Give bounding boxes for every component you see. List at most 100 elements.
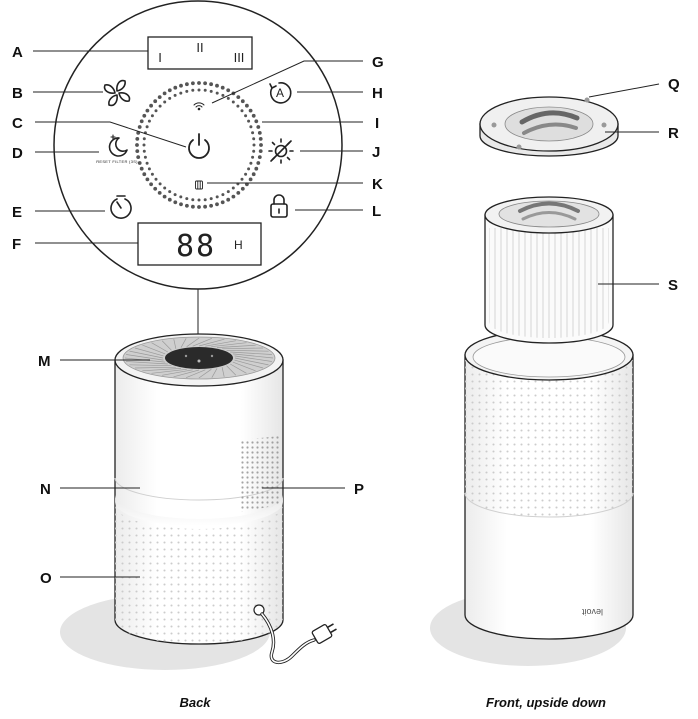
child-lock-button[interactable] <box>270 194 288 218</box>
ring-dot <box>145 125 149 129</box>
grille-vane <box>205 340 237 347</box>
grille-vane <box>234 359 264 369</box>
fan-speed-3: III <box>234 50 245 65</box>
lock-icon <box>270 194 288 218</box>
ring-dot <box>142 143 146 147</box>
ring-dot <box>158 182 162 186</box>
control-panel: I II III <box>53 0 343 290</box>
filter-indicator-icon <box>195 180 203 190</box>
ring-dot <box>203 198 207 202</box>
caption-back: Back <box>179 695 211 710</box>
ring-dot <box>153 186 158 191</box>
ring-dot <box>197 81 201 85</box>
ring-dot <box>173 200 178 205</box>
callout-B: B <box>12 85 23 102</box>
ring-dot <box>145 108 150 113</box>
ring-dot <box>259 143 263 147</box>
ring-dot <box>251 172 256 177</box>
callout-M: M <box>38 353 51 370</box>
grille-vane <box>161 340 172 351</box>
ring-dot <box>240 109 244 113</box>
grille-vane <box>230 363 247 374</box>
ring-dot <box>203 204 208 209</box>
callout-K: K <box>372 176 383 193</box>
grille-vane <box>185 369 206 379</box>
fan-icon <box>103 79 131 107</box>
ring-dot <box>252 137 256 141</box>
ring-dot <box>191 88 195 92</box>
auto-mode-button[interactable]: A <box>269 82 292 104</box>
ring-dot <box>163 100 167 104</box>
ring-dot <box>179 83 183 88</box>
ring-dot <box>231 186 235 190</box>
ring-dot <box>231 194 236 199</box>
ring-dot <box>197 198 201 202</box>
auto-mode-letter: A <box>276 86 284 100</box>
ring-dot <box>157 191 162 195</box>
ring-dot <box>244 114 248 118</box>
ring-dot <box>137 125 142 129</box>
timer-display: 88 H <box>137 222 262 266</box>
ring-dot <box>135 149 140 154</box>
fan-speed-1: I <box>158 50 162 65</box>
purifier-back-view <box>60 333 337 670</box>
power-button[interactable] <box>188 133 210 159</box>
ring-dot <box>220 200 225 205</box>
callout-L: L <box>372 203 381 220</box>
ring-dot <box>163 186 167 190</box>
grille-vane <box>142 344 166 355</box>
ring-dot <box>249 125 253 129</box>
callout-N: N <box>40 481 51 498</box>
callout-R: R <box>668 125 679 142</box>
callout-E: E <box>12 204 22 221</box>
ring-dot <box>179 195 183 199</box>
ring-dot <box>220 85 225 90</box>
ring-dot <box>158 104 162 108</box>
ring-dot <box>168 96 172 100</box>
plug-icon <box>311 623 337 644</box>
ring-dot <box>215 91 219 95</box>
ring-dot <box>236 191 241 195</box>
ring-dot <box>203 81 208 86</box>
ring-dot <box>162 91 167 96</box>
sleep-mode-button[interactable]: RESET FILTER (3S) <box>96 134 138 164</box>
grille-vane <box>126 354 164 361</box>
grille-vane <box>129 350 164 359</box>
ring-dot <box>153 99 158 104</box>
timer-button[interactable] <box>110 195 132 219</box>
ring-dot <box>244 172 248 176</box>
fan-speed-button[interactable] <box>103 79 131 107</box>
ring-dot <box>251 155 255 159</box>
ring-dot <box>197 88 201 92</box>
ring-dot <box>231 100 235 104</box>
display-button[interactable] <box>268 138 294 164</box>
air-quality-ring <box>135 81 263 209</box>
ring-dot <box>154 177 158 181</box>
ring-dot <box>149 182 154 187</box>
ring-dot <box>154 109 158 113</box>
callout-I: I <box>375 115 379 132</box>
ring-dot <box>226 96 230 100</box>
grille-vane <box>151 368 187 374</box>
ring-dot <box>258 149 263 154</box>
callout-O: O <box>40 570 52 587</box>
grille-vane <box>180 338 187 348</box>
grille-vane <box>234 355 272 362</box>
wifi-icon <box>193 102 205 111</box>
callout-F: F <box>12 236 21 253</box>
callout-J: J <box>372 144 380 161</box>
sensor-hole <box>584 97 590 103</box>
grille-vane <box>142 368 182 372</box>
grille-vane <box>198 369 212 379</box>
ring-dot <box>247 167 251 171</box>
ring-dot <box>135 143 139 147</box>
caption-front: Front, upside down <box>486 695 606 710</box>
ring-dot <box>139 119 144 124</box>
ring-dot <box>185 203 189 208</box>
ring-dot <box>143 155 147 159</box>
ring-dot <box>249 161 253 165</box>
timer-digits: 88 <box>176 229 216 264</box>
ring-dot <box>203 88 207 92</box>
grille-vane <box>230 351 272 355</box>
